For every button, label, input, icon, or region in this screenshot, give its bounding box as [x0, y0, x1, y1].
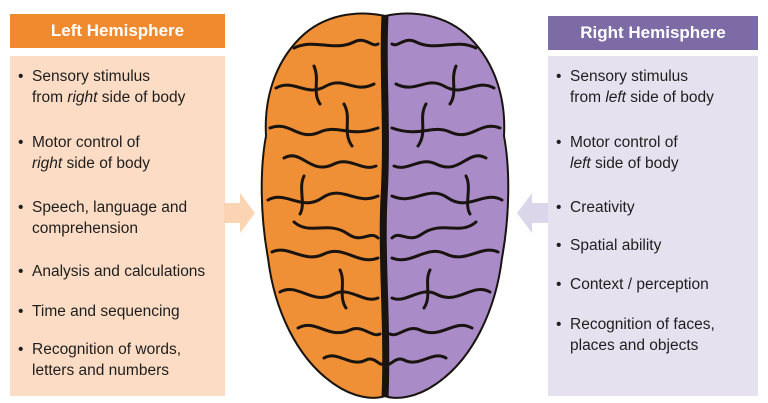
left-hemisphere-title: Left Hemisphere — [50, 21, 185, 40]
list-item: • Spatial ability — [556, 237, 662, 254]
right-hemisphere-panel: • Sensory stimulus from left side of bod… — [548, 56, 758, 396]
right-hemisphere-header: Right Hemisphere — [548, 16, 758, 50]
left-arrow-icon — [224, 193, 255, 233]
brain-outline — [260, 12, 510, 399]
central-fissure — [379, 15, 390, 398]
right-hemisphere-shape — [385, 13, 509, 398]
list-item: • Recognition of faces, places and objec… — [556, 316, 715, 354]
list-item: • Time and sequencing — [18, 303, 180, 320]
list-item: • Sensory stimulus from right side of bo… — [18, 68, 186, 106]
list-item: • Analysis and calculations — [18, 263, 206, 280]
left-hemisphere-header: Left Hemisphere — [10, 14, 225, 48]
list-item: • Creativity — [556, 199, 635, 216]
list-item: • Speech, language and comprehension — [18, 199, 188, 237]
brain-illustration — [260, 12, 510, 399]
left-hemisphere-shape — [261, 13, 385, 398]
list-item: • Recognition of words, letters and numb… — [18, 341, 182, 379]
list-item: • Motor control of left side of body — [556, 134, 679, 172]
brain-folds — [266, 38, 504, 366]
list-item: • Context / perception — [556, 276, 709, 293]
list-item: • Motor control of right side of body — [18, 134, 151, 172]
right-arrow-icon — [517, 193, 548, 233]
right-hemisphere-title: Right Hemisphere — [580, 23, 726, 42]
left-hemisphere-panel: • Sensory stimulus from right side of bo… — [10, 56, 225, 396]
list-item: • Sensory stimulus from left side of bod… — [556, 68, 714, 106]
